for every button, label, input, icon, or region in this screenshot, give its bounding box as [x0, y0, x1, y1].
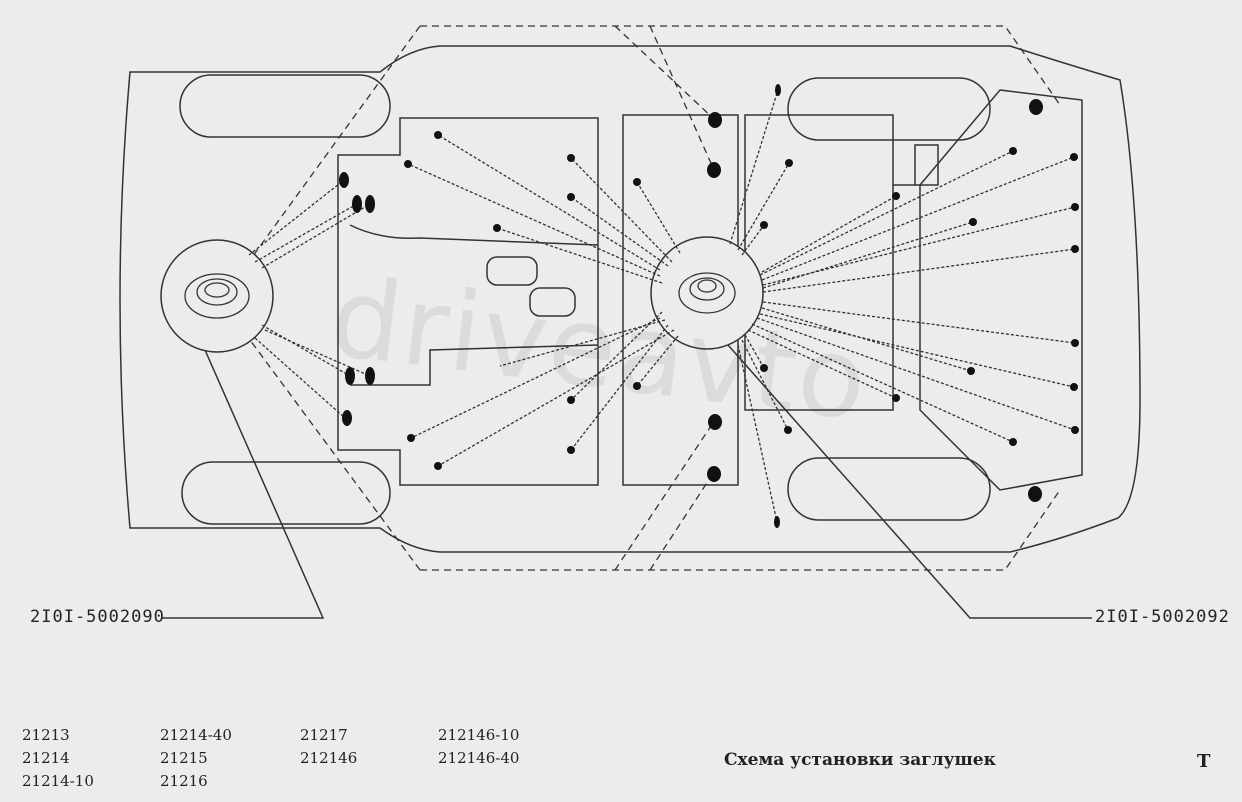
hole — [434, 462, 442, 470]
hole — [345, 367, 355, 385]
floor-rear-mid — [744, 114, 939, 411]
model-list-col-4: 212146-10 212146-40 — [438, 724, 519, 770]
hole — [1070, 383, 1078, 391]
hole — [1028, 486, 1042, 502]
hole — [1009, 438, 1017, 446]
hole — [567, 154, 575, 162]
hole — [567, 193, 575, 201]
model-code: 21215 — [160, 749, 208, 767]
plug-group-right-circle — [650, 236, 764, 350]
hole — [775, 84, 781, 96]
hole — [760, 364, 768, 372]
wheel-arch-rear-left — [787, 77, 991, 141]
panel-slot-2 — [529, 287, 576, 317]
hole — [969, 218, 977, 226]
hole — [352, 195, 362, 213]
hole — [1029, 99, 1043, 115]
model-code: 21214-10 — [22, 772, 94, 790]
hole — [760, 221, 768, 229]
hole — [1071, 426, 1079, 434]
wheel-arch-front-right — [181, 461, 391, 525]
model-list-col-1: 21213 21214 21214-10 — [22, 724, 94, 793]
model-list-col-2: 21214-40 21215 21216 — [160, 724, 232, 793]
wheel-arch-rear-right — [787, 457, 991, 521]
model-code: 21216 — [160, 772, 208, 790]
hole — [493, 224, 501, 232]
hole — [707, 162, 721, 178]
hole — [434, 131, 442, 139]
leader-right — [727, 344, 1092, 619]
hole — [1070, 153, 1078, 161]
model-code: 212146-10 — [438, 726, 520, 744]
hole — [339, 172, 349, 188]
panel-slot-1 — [486, 256, 538, 286]
hole — [774, 516, 780, 528]
hole — [707, 466, 721, 482]
hole — [892, 192, 900, 200]
plug-part-left — [184, 273, 250, 319]
wheel-arch-front-left — [179, 74, 391, 138]
leader-left — [162, 349, 325, 619]
hole — [633, 382, 641, 390]
hole — [407, 434, 415, 442]
model-code: 21214-40 — [160, 726, 232, 744]
floor-front-left — [337, 117, 599, 486]
hole — [784, 426, 792, 434]
hole — [365, 367, 375, 385]
model-code: 212146 — [300, 749, 358, 767]
hole — [404, 160, 412, 168]
hole — [567, 396, 575, 404]
hole — [365, 195, 375, 213]
hole — [708, 414, 722, 430]
plug-group-left-circle — [160, 239, 274, 353]
model-code: 21213 — [22, 726, 70, 744]
part-number-left: 2I0I-5002090 — [30, 607, 165, 627]
hole — [1009, 147, 1017, 155]
plug-part-right — [678, 272, 736, 314]
page-letter: T — [1197, 751, 1211, 772]
hole — [1071, 203, 1079, 211]
hole — [708, 112, 722, 128]
hole — [342, 410, 352, 426]
part-number-right: 2I0I-5002092 — [1095, 607, 1230, 627]
car-body-outline — [119, 45, 1141, 553]
hole — [892, 394, 900, 402]
floor-rear-right — [919, 89, 1083, 491]
hole — [1071, 245, 1079, 253]
model-code: 212146-40 — [438, 749, 520, 767]
hole — [1071, 339, 1079, 347]
model-list-col-3: 21217 212146 — [300, 724, 357, 770]
hole — [785, 159, 793, 167]
model-code: 21214 — [22, 749, 70, 767]
diagram-caption: Схема установки заглушек — [724, 750, 996, 770]
hole — [967, 367, 975, 375]
hole — [567, 446, 575, 454]
hole — [633, 178, 641, 186]
model-code: 21217 — [300, 726, 348, 744]
